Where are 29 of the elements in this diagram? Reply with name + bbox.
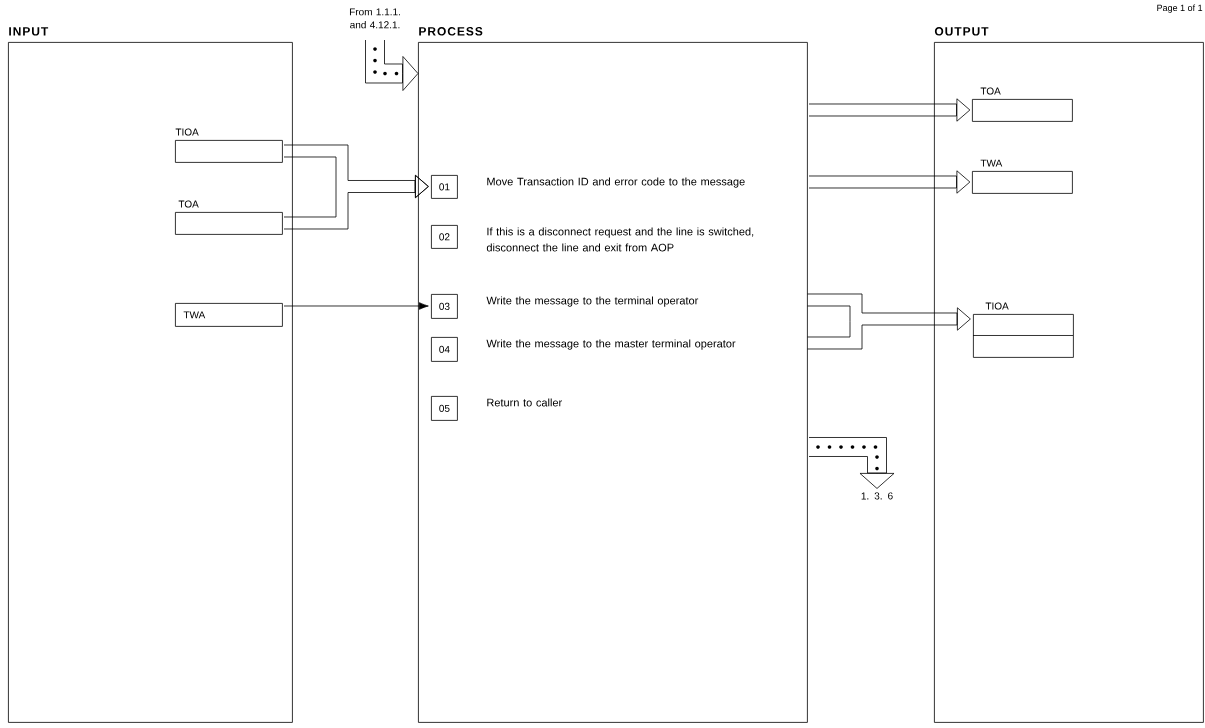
box-label: TWA (980, 159, 1003, 167)
box-label: TOA (980, 87, 1001, 95)
block-arrow (808, 170, 971, 194)
page-number: Page 1 of 1 (1157, 4, 1203, 13)
data-box: TWA (175, 303, 283, 327)
step-description: Write the message to the master terminal operator (486, 339, 736, 350)
box-label: TIOA (985, 302, 1009, 310)
step-description: Move Transaction ID and error code to the message (487, 177, 745, 188)
panel-heading: INPUT (9, 27, 49, 36)
box-label: TIOA (175, 128, 199, 136)
step-number-box: 02 (431, 225, 458, 249)
dotted-block-arrow (365, 39, 419, 91)
step-number-box: 05 (431, 396, 458, 421)
box-label: TOA (178, 200, 199, 208)
reference-text: From 1.1.1. and 4.12.1. (350, 8, 400, 29)
reference-text: 1. 3. 6 (861, 492, 893, 500)
step-number-box: 01 (431, 175, 458, 199)
merge-arrow (283, 174, 429, 230)
step-description: If this is a disconnect request and the line is switched, disconnect the line and exit from AOP (486, 227, 754, 252)
dotted-block-arrow (808, 437, 895, 489)
step-description: Return to caller (487, 398, 562, 407)
panel-heading: PROCESS (419, 27, 483, 36)
step-number-box: 04 (431, 337, 458, 362)
arrow (283, 302, 429, 310)
block-arrow (808, 98, 971, 122)
step-description: Write the message to the terminal operator (486, 296, 699, 307)
panel-heading: OUTPUT (934, 27, 989, 36)
step-number-box: 03 (431, 294, 458, 319)
fork-arrow (807, 293, 971, 350)
